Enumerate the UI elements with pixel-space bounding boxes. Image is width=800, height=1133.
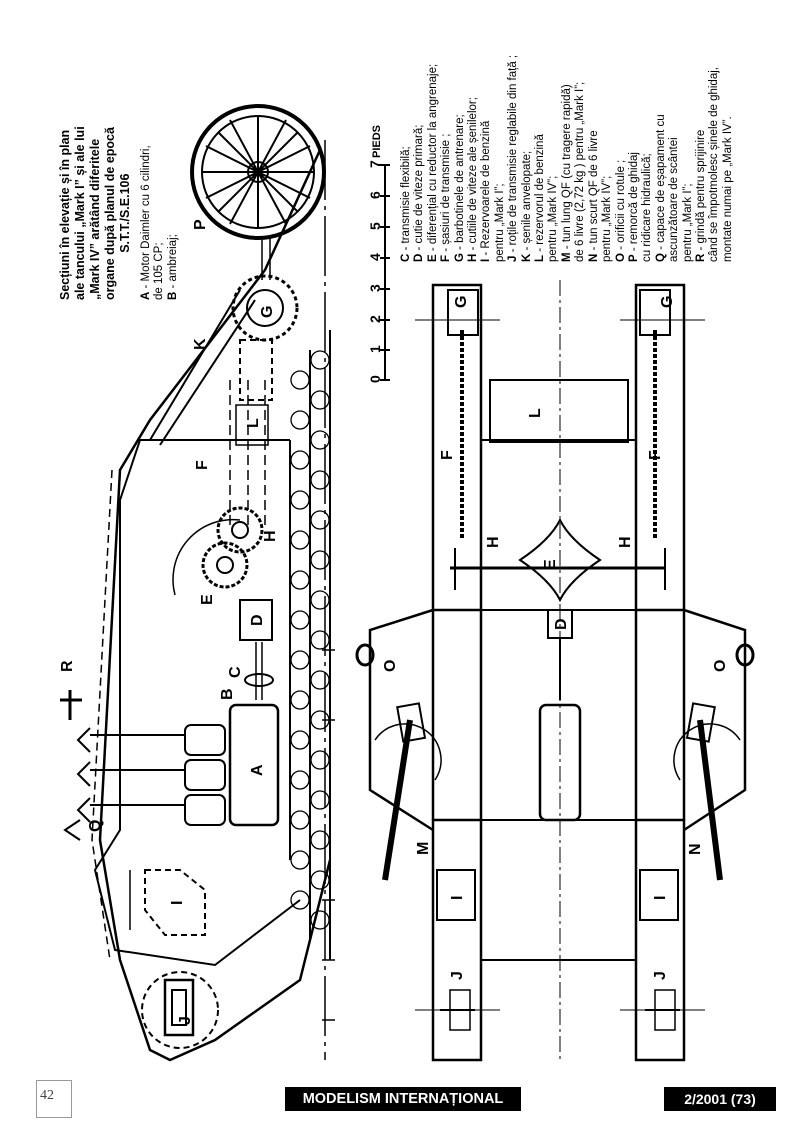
legend-entry: E - diferențial cu reductor la angrenaje… xyxy=(426,63,439,262)
tail-wheel-p xyxy=(190,104,326,280)
label-d: D xyxy=(249,614,266,626)
scale-tick-5: 5 xyxy=(367,222,383,230)
legend-entry: montate numai pe „Mark IV”. xyxy=(721,116,734,262)
legend-entry: K - șenile anvelopate; xyxy=(520,150,533,262)
differential-e xyxy=(518,517,602,603)
label-plan-j2: J xyxy=(652,971,669,980)
legend-entry: P - remorcă de ghidaj xyxy=(627,152,640,262)
legend-entry: G - barbotinele de antrenare; xyxy=(453,114,466,262)
elevation-view xyxy=(60,104,332,1062)
scale-tick-0: 0 xyxy=(367,375,383,383)
legend-entry: ascunzătoare de scântei xyxy=(668,137,681,262)
label-plan-i2: I xyxy=(652,896,669,900)
legend-entry: pentru „Mark I”; xyxy=(681,183,694,262)
caption-line: S.T.T./S.E.106 xyxy=(118,173,132,253)
label-plan-o2: O xyxy=(712,660,729,672)
label-plan-j1: J xyxy=(449,971,466,980)
label-g: G xyxy=(259,306,276,318)
label-plan-n: N xyxy=(687,843,704,855)
scale-tick-4: 4 xyxy=(367,253,383,261)
engine-a xyxy=(76,703,280,827)
legend-entry: de 6 livre (2,72 kg ) pentru „Mark I”; xyxy=(574,81,587,262)
caption-line: organe după planul de epocă xyxy=(103,127,117,300)
legend-entry: C - transmisie flexibilă; xyxy=(400,146,412,262)
sponson-right xyxy=(683,608,747,832)
label-plan-e: E xyxy=(542,559,559,570)
label-i: I xyxy=(169,901,186,905)
label-l: L xyxy=(245,418,262,428)
scale-tick-6: 6 xyxy=(367,191,383,199)
legend-entry: L - rezervorul de benzină xyxy=(534,134,547,262)
scale-tick-1: 1 xyxy=(367,345,383,353)
legend-entry: H - cutiile de viteze ale șenilelor; xyxy=(467,97,480,262)
label-r: R xyxy=(59,660,76,672)
legend-entry: O - orificii cu rotule ; xyxy=(614,159,627,262)
label-plan-o1: O xyxy=(382,660,399,672)
scale-tick-7: 7 xyxy=(367,160,383,168)
label-q: Q xyxy=(87,820,104,832)
label-a: A xyxy=(249,764,266,776)
scale-unit: PIEDS xyxy=(371,125,383,158)
label-h: H xyxy=(262,530,279,542)
label-j: J xyxy=(177,1016,194,1025)
magazine-title: MODELISM INTERNAȚIONAL xyxy=(285,1087,521,1111)
plan-view xyxy=(355,280,755,1062)
caption-line: „Mark IV” arătând diferitele xyxy=(88,138,102,300)
legend-entry: R - grindă pentru sprijinire xyxy=(694,129,707,262)
legend-top: A - Motor Daimler cu 6 cilindri, de 105 … xyxy=(140,145,180,300)
label-plan-g1: G xyxy=(453,296,470,308)
page-number: 42 xyxy=(40,1088,54,1103)
label-plan-m: M xyxy=(415,842,432,855)
page-number-box xyxy=(36,1080,72,1118)
sponson-left xyxy=(368,608,434,832)
label-plan-i1: I xyxy=(449,896,466,900)
legend-entry: Q - capace de eșapament cu xyxy=(654,114,667,262)
label-e: E xyxy=(199,594,216,605)
legend-entry: pentru „Mark I”; xyxy=(493,183,506,262)
label-plan-h2: H xyxy=(617,536,634,548)
issue-number: 2/2001 (73) xyxy=(664,1087,776,1111)
scale-tick-3: 3 xyxy=(367,284,383,292)
gun-n xyxy=(697,719,723,881)
label-plan-g2: G xyxy=(659,296,676,308)
label-f: F xyxy=(194,460,211,470)
front-idler-j xyxy=(141,971,219,1049)
scale-bar xyxy=(380,164,390,381)
tank-technical-drawing: A B C D E F G H I J K L P Q R G G F F L … xyxy=(59,104,755,1062)
label-c: C xyxy=(227,666,244,678)
label-plan-f2: F xyxy=(647,450,664,460)
legend-entry: J - roțile de transmisie reglabile din f… xyxy=(507,54,520,262)
label-b: B xyxy=(219,688,236,700)
legend-main: C - transmisie flexibilă; D - cutie de v… xyxy=(400,55,735,262)
legend-entry: A - Motor Daimler cu 6 cilindri, xyxy=(140,145,152,300)
legend-entry: pentru „Mark IV”; xyxy=(601,175,614,262)
gear-assembly xyxy=(172,506,264,596)
legend-entry: B - ambreiaj; xyxy=(166,234,179,300)
legend-entry: pentru „Mark IV”; xyxy=(547,175,560,262)
legend-entry: F - șasiuri de transmisie ; xyxy=(440,133,453,262)
caption-line: Secțiuni în elevație și în plan xyxy=(58,129,72,300)
track-upper xyxy=(149,289,256,446)
label-plan-l: L xyxy=(527,408,544,418)
label-plan-h1: H xyxy=(485,536,502,548)
legend-entry: cu ridicare hidraulică; xyxy=(641,153,654,262)
label-plan-d: D xyxy=(553,618,570,630)
scale-tick-2: 2 xyxy=(367,315,383,323)
legend-entry: N - tun scurt QF de 6 livre xyxy=(587,130,600,262)
legend-entry: de 105 CP; xyxy=(153,242,166,300)
drawing-labels: A B C D E F G H I J K L P Q R G G F F L … xyxy=(59,219,729,1025)
label-plan-f1: F xyxy=(439,450,456,460)
legend-entry: când se împotmolesc șinele de ghidaj, xyxy=(708,67,721,262)
caption-line: ale tancului „Mark I” și ale lui xyxy=(73,126,87,300)
legend-entry: M - tun lung QF (cu tragere rapidă) xyxy=(560,84,573,262)
track-rollers xyxy=(290,350,330,930)
legend-entry: D - cutie de viteze primară; xyxy=(413,124,426,262)
gun-m xyxy=(382,719,413,881)
caption-block: Secțiuni în elevație și în plan ale tanc… xyxy=(58,126,133,300)
scale-labels: 0 1 2 3 4 5 6 7 PIEDS xyxy=(367,125,383,383)
label-p: P xyxy=(192,219,209,230)
legend-entry: I - Rezervoarele de benzină xyxy=(480,120,493,262)
label-k: K xyxy=(192,338,209,350)
hull-outline xyxy=(98,149,332,1062)
